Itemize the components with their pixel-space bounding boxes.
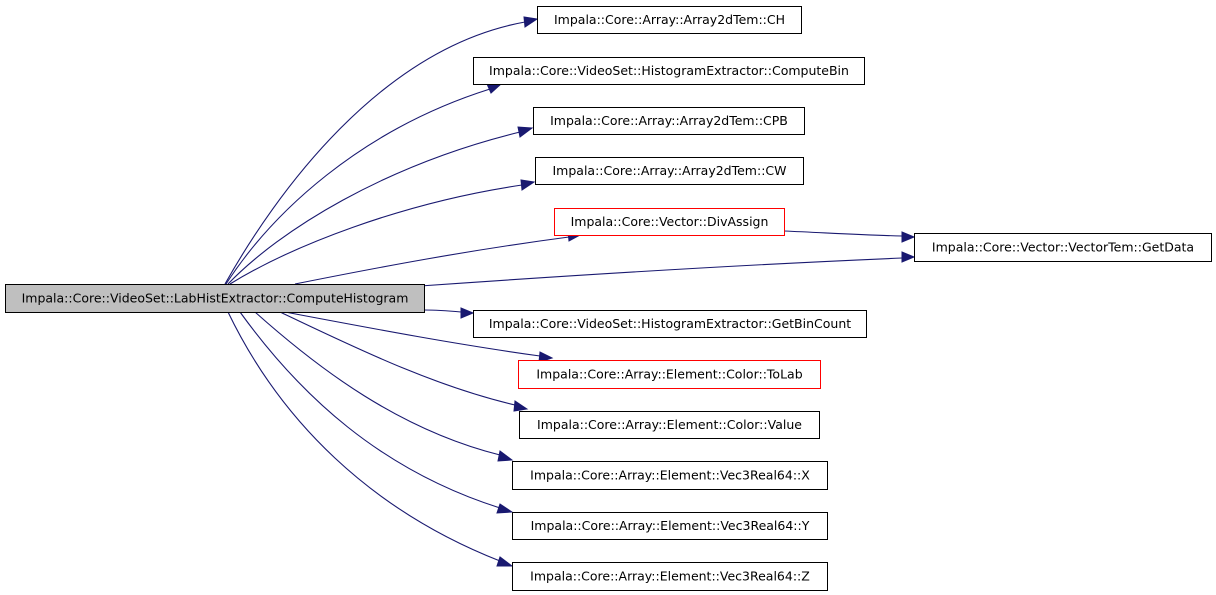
node-label: Impala::Core::VideoSet::HistogramExtract… (489, 316, 851, 331)
node-label: Impala::Core::VideoSet::HistogramExtract… (489, 63, 849, 78)
edge-line (279, 311, 516, 406)
node-label: Impala::Core::Array::Element::Color::ToL… (536, 367, 802, 382)
nodes-layer: Impala::Core::VideoSet::LabHistExtractor… (5, 6, 1212, 591)
node-divassign[interactable]: Impala::Core::Vector::DivAssign (554, 208, 785, 236)
edge-line (227, 131, 521, 285)
arrowhead-icon (520, 179, 536, 191)
edges-layer (224, 16, 916, 567)
edge-root-to-cw (229, 179, 536, 285)
node-box[interactable] (512, 562, 828, 591)
edge-line (284, 311, 541, 357)
edge-line (423, 309, 462, 313)
edge-line (419, 257, 903, 287)
edge-root-to-ch (224, 16, 539, 285)
node-cw[interactable]: Impala::Core::Array::Array2dTem::CW (535, 157, 804, 185)
edge-root-to-divassign (294, 230, 584, 285)
node-label: Impala::Core::Array::Element::Vec3Real64… (531, 518, 810, 533)
node-box[interactable] (512, 461, 828, 490)
arrowhead-icon (497, 450, 514, 462)
node-ch[interactable]: Impala::Core::Array::Array2dTem::CH (537, 6, 802, 34)
edge-root-to-computebin (225, 83, 503, 285)
node-label: Impala::Core::Array::Array2dTem::CPB (550, 113, 788, 128)
node-tolab[interactable]: Impala::Core::Array::Element::Color::ToL… (518, 360, 821, 389)
edge-divassign-to-getdata (783, 230, 916, 243)
node-label: Impala::Core::Vector::VectorTem::GetData (932, 240, 1194, 255)
node-box[interactable] (535, 157, 804, 185)
edge-line (229, 184, 523, 285)
node-label: Impala::Core::Array::Element::Vec3Real64… (530, 468, 810, 483)
node-box[interactable] (914, 233, 1212, 262)
node-box[interactable] (473, 310, 867, 338)
node-label: Impala::Core::VideoSet::LabHistExtractor… (22, 291, 409, 306)
edge-root-to-z (227, 311, 514, 567)
node-box[interactable] (519, 411, 820, 439)
edge-root-to-value (279, 311, 529, 412)
node-label: Impala::Core::Vector::DivAssign (571, 214, 769, 229)
edge-line (783, 230, 903, 237)
node-y[interactable]: Impala::Core::Array::Element::Vec3Real64… (512, 512, 828, 540)
arrowhead-icon (486, 83, 503, 94)
node-x[interactable]: Impala::Core::Array::Element::Vec3Real64… (512, 461, 828, 490)
node-label: Impala::Core::Array::Array2dTem::CW (553, 163, 787, 178)
arrowhead-icon (496, 556, 514, 567)
arrowhead-icon (523, 16, 539, 28)
node-label: Impala::Core::Array::Element::Color::Val… (537, 417, 802, 432)
node-z[interactable]: Impala::Core::Array::Element::Vec3Real64… (512, 562, 828, 591)
edge-line (254, 311, 501, 456)
arrowhead-icon (901, 231, 916, 243)
node-getdata[interactable]: Impala::Core::Vector::VectorTem::GetData (914, 233, 1212, 262)
node-label: Impala::Core::Array::Array2dTem::CH (554, 12, 785, 27)
node-cpb[interactable]: Impala::Core::Array::Array2dTem::CPB (533, 107, 805, 135)
node-box[interactable] (518, 360, 821, 389)
node-box[interactable] (533, 107, 805, 135)
edge-root-to-y (239, 311, 514, 514)
edge-line (227, 311, 501, 562)
edge-root-to-getbincount (423, 307, 475, 319)
node-root[interactable]: Impala::Core::VideoSet::LabHistExtractor… (5, 284, 425, 313)
edge-line (224, 21, 526, 285)
edge-line (294, 236, 570, 285)
arrowhead-icon (513, 400, 529, 412)
node-box[interactable] (5, 284, 425, 313)
node-box[interactable] (512, 512, 828, 540)
arrowhead-icon (901, 251, 916, 263)
node-box[interactable] (537, 6, 802, 34)
edge-root-to-cpb (227, 126, 534, 285)
edge-root-to-getdata (419, 251, 916, 287)
node-value[interactable]: Impala::Core::Array::Element::Color::Val… (519, 411, 820, 439)
edge-line (225, 88, 491, 285)
edge-line (239, 311, 501, 509)
arrowhead-icon (517, 126, 534, 138)
arrowhead-icon (460, 307, 475, 319)
node-box[interactable] (473, 57, 865, 85)
node-getbincount[interactable]: Impala::Core::VideoSet::HistogramExtract… (473, 310, 867, 338)
node-box[interactable] (554, 208, 785, 236)
arrowhead-icon (496, 503, 514, 514)
edge-root-to-x (254, 311, 514, 462)
node-label: Impala::Core::Array::Element::Vec3Real64… (530, 569, 810, 584)
node-computebin[interactable]: Impala::Core::VideoSet::HistogramExtract… (473, 57, 865, 85)
